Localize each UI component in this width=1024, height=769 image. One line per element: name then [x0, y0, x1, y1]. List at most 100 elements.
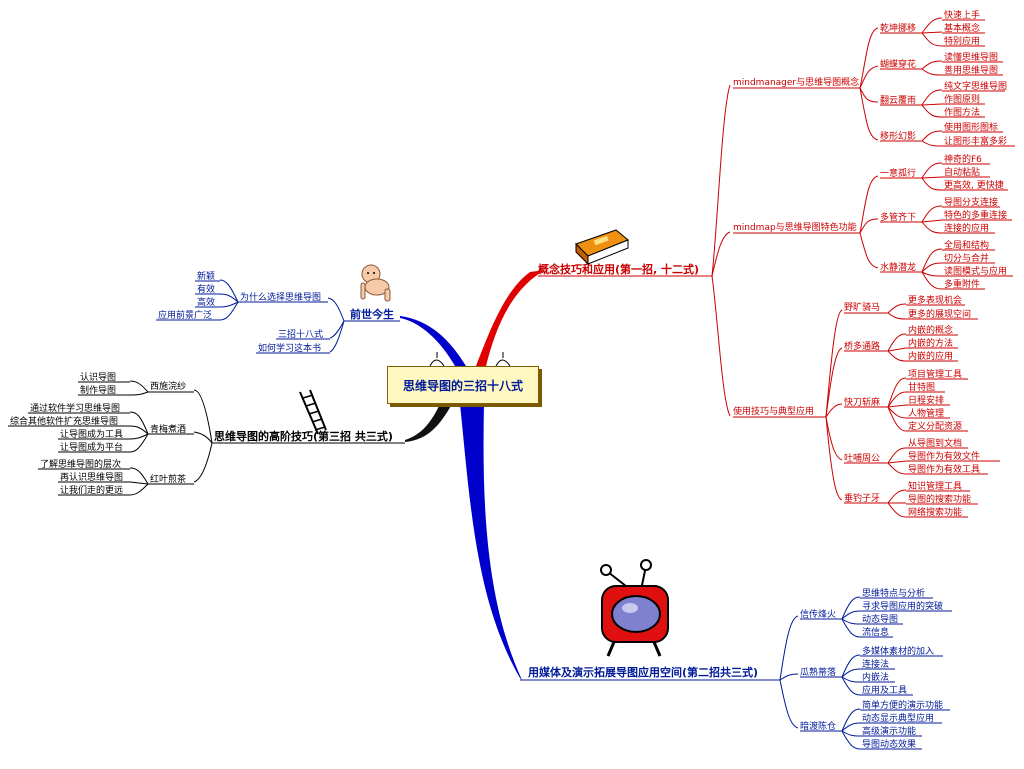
- leaf-label[interactable]: 应用前景广泛: [158, 309, 212, 321]
- group-label-usage[interactable]: 使用技巧与典型应用: [733, 405, 814, 417]
- branch-label-concept[interactable]: 概念技巧和应用(第一招, 十二式): [538, 262, 699, 276]
- leaf-label[interactable]: 切分与合并: [944, 252, 989, 264]
- leaf-label[interactable]: 特别应用: [944, 35, 980, 47]
- group-label-mindmap[interactable]: mindmap与思维导图特色功能: [733, 221, 857, 233]
- leaf-label[interactable]: 内嵌的概念: [908, 324, 953, 336]
- leaf-label[interactable]: 读图模式与应用: [944, 265, 1007, 277]
- leaf-label[interactable]: 知识管理工具: [908, 480, 962, 492]
- leaf-label[interactable]: 作图原则: [944, 93, 980, 105]
- sub-label-shuijing[interactable]: 水静潜龙: [880, 261, 916, 273]
- sub-label-yiyi[interactable]: 一意孤行: [880, 167, 916, 179]
- book-icon: [575, 229, 629, 266]
- leaf-label[interactable]: 高级演示功能: [862, 725, 916, 737]
- leaf-label[interactable]: 综合其他软件扩充思维导图: [10, 415, 118, 427]
- leaf-label[interactable]: 甘特图: [908, 381, 935, 393]
- branch-connector-media: [460, 404, 522, 680]
- branch-connector-advanced: [405, 404, 452, 442]
- leaf-label[interactable]: 认识导图: [80, 371, 116, 383]
- leaf-label[interactable]: 让导图成为工具: [60, 428, 123, 440]
- sub-label-kuaidao[interactable]: 快刀斩麻: [844, 396, 880, 408]
- branch-connector-concept: [476, 270, 545, 366]
- leaf-label[interactable]: 动态显示典型应用: [862, 712, 934, 724]
- branch-label-advanced[interactable]: 思维导图的高阶技巧(第三招 共三式): [214, 429, 393, 443]
- group-label-mindmanager[interactable]: mindmanager与思维导图概念: [733, 76, 859, 88]
- leaf-label[interactable]: 连接的应用: [944, 222, 989, 234]
- sub-label-qiaoduo[interactable]: 桥多通路: [844, 340, 880, 352]
- leaf-label[interactable]: 人物管理: [908, 407, 944, 419]
- leaf-label[interactable]: 连接法: [862, 658, 889, 670]
- sub-label-three[interactable]: 三招十八式: [278, 328, 323, 340]
- leaf-label[interactable]: 网络搜索功能: [908, 506, 962, 518]
- sub-label-guashu[interactable]: 瓜熟蒂落: [800, 666, 836, 678]
- sub-label-hudie[interactable]: 蝴蝶穿花: [880, 58, 916, 70]
- leaf-label[interactable]: 多媒体素材的加入: [862, 645, 934, 657]
- leaf-label[interactable]: 快速上手: [944, 9, 980, 21]
- sub-label-yixing[interactable]: 移形幻影: [880, 130, 916, 142]
- leaf-label[interactable]: 从导图到文档: [908, 437, 962, 449]
- leaf-label[interactable]: 导图动态效果: [862, 738, 916, 750]
- sub-label-howto[interactable]: 如何学习这本书: [258, 342, 321, 354]
- leaf-label[interactable]: 思维特点与分析: [862, 587, 925, 599]
- ladder-icon: [299, 389, 327, 435]
- sub-label-tubu[interactable]: 吐哺周公: [844, 452, 880, 464]
- leaf-label[interactable]: 读懂思维导图: [944, 51, 998, 63]
- leaf-label[interactable]: 特色的多重连接: [944, 209, 1007, 221]
- leaf-label[interactable]: 再认识思维导图: [60, 471, 123, 483]
- sub-label-andu[interactable]: 暗渡陈仓: [800, 720, 836, 732]
- leaf-label[interactable]: 内嵌法: [862, 671, 889, 683]
- sub-label-yekuang[interactable]: 野旷骑马: [844, 301, 880, 313]
- leaf-label[interactable]: 动态导图: [862, 613, 898, 625]
- leaf-label[interactable]: 导图作为有效工具: [908, 463, 980, 475]
- leaf-label[interactable]: 简单方便的演示功能: [862, 699, 943, 711]
- leaf-label[interactable]: 通过软件学习思维导图: [30, 402, 120, 414]
- branch-label-history[interactable]: 前世今生: [350, 307, 394, 321]
- branch-label-media[interactable]: 用媒体及演示拓展导图应用空间(第二招共三式): [528, 665, 758, 679]
- leaf-label[interactable]: 神奇的F6: [944, 153, 982, 165]
- leaf-label[interactable]: 基本概念: [944, 22, 980, 34]
- sub-label-chuidiao[interactable]: 垂钓子牙: [844, 492, 880, 504]
- sub-label-hongye[interactable]: 红叶煎茶: [150, 473, 186, 485]
- leaf-label[interactable]: 流信息: [862, 626, 889, 638]
- leaf-label[interactable]: 更多表现机会: [908, 294, 962, 306]
- sub-label-qingmei[interactable]: 青梅煮酒: [150, 423, 186, 435]
- leaf-label[interactable]: 内嵌的方法: [908, 337, 953, 349]
- leaf-label[interactable]: 制作导图: [80, 384, 116, 396]
- leaf-label[interactable]: 自动粘贴: [944, 166, 980, 178]
- sub-label-why[interactable]: 为什么选择思维导图: [240, 291, 321, 303]
- leaf-label[interactable]: 纯文字思维导图: [944, 80, 1007, 92]
- leaf-label[interactable]: 应用及工具: [862, 684, 907, 696]
- sub-label-qiankun[interactable]: 乾坤挪移: [880, 22, 916, 34]
- leaf-label[interactable]: 使用图形图标: [944, 121, 998, 133]
- leaf-label[interactable]: 更高效, 更快捷: [944, 179, 1004, 191]
- sub-label-xishi[interactable]: 西施浣纱: [150, 380, 186, 392]
- leaf-label[interactable]: 导图的搜索功能: [908, 493, 971, 505]
- leaf-label[interactable]: 日程安排: [908, 394, 944, 406]
- branch-connector-history: [400, 316, 466, 366]
- leaf-label[interactable]: 让我们走的更远: [60, 484, 123, 496]
- leaf-label[interactable]: 导图作为有效文件: [908, 450, 980, 462]
- leaf-label[interactable]: 让图形丰富多彩: [944, 135, 1007, 147]
- leaf-label[interactable]: 多重附件: [944, 278, 980, 290]
- sub-label-fanyun[interactable]: 翻云覆雨: [880, 95, 916, 106]
- leaf-label[interactable]: 项目管理工具: [908, 368, 962, 380]
- television-icon: [600, 559, 669, 657]
- leaf-label[interactable]: 有效: [197, 283, 215, 295]
- leaf-label[interactable]: 高效: [197, 296, 215, 308]
- leaf-label[interactable]: 导图分支连接: [944, 196, 998, 208]
- leaf-label[interactable]: 新颖: [197, 270, 215, 282]
- leaf-label[interactable]: 了解思维导图的层次: [40, 458, 121, 470]
- leaf-label[interactable]: 寻求导图应用的突破: [862, 600, 943, 612]
- leaf-label[interactable]: 更多的展现空间: [908, 308, 971, 320]
- leaf-label[interactable]: 作图方法: [944, 106, 980, 118]
- sub-label-duoguan[interactable]: 多管齐下: [880, 211, 916, 223]
- sub-label-xinchuan[interactable]: 信传烽火: [800, 608, 836, 620]
- leaf-label[interactable]: 定义分配资源: [908, 420, 962, 432]
- antenna-icon: [429, 352, 511, 367]
- leaf-label[interactable]: 全局和结构: [944, 239, 989, 251]
- leaf-label[interactable]: 内嵌的应用: [908, 350, 953, 362]
- leaf-label[interactable]: 善用思维导图: [944, 64, 998, 76]
- leaf-label[interactable]: 让导图成为平台: [60, 441, 123, 453]
- baby-icon: [360, 264, 391, 302]
- central-topic[interactable]: 思维导图的三招十八式: [387, 366, 539, 404]
